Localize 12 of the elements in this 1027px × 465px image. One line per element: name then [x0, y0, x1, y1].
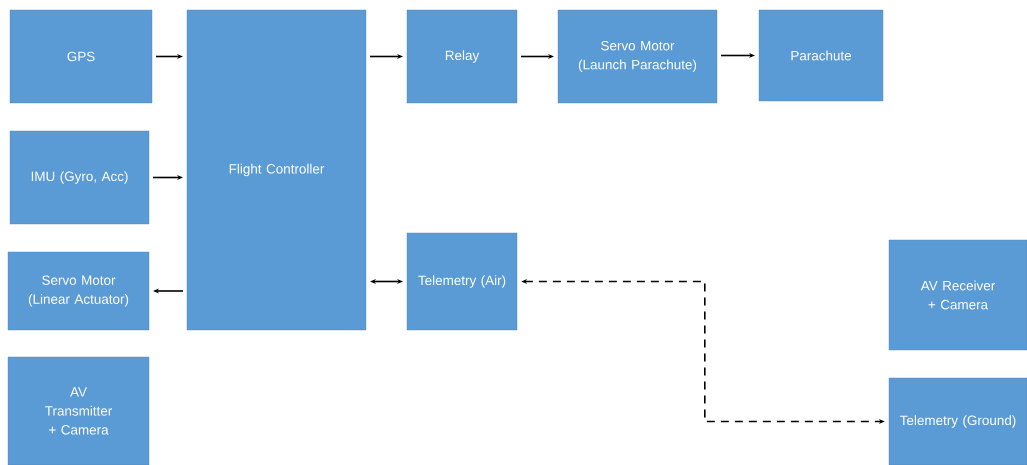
process-box: Flight Controller — [186, 9, 367, 331]
process-box: Telemetry (Ground) — [888, 377, 1027, 465]
process-box: Parachute — [758, 9, 884, 102]
process-box: Servo Motor (Launch Parachute) — [557, 9, 718, 104]
process-box: Servo Motor (Linear Actuator) — [7, 251, 150, 331]
process-box: AV Transmitter + Camera — [7, 356, 150, 465]
process-box: AV Receiver + Camera — [888, 239, 1027, 351]
process-box: GPS — [9, 9, 153, 104]
process-box: Telemetry (Air) — [406, 232, 518, 331]
process-box: Relay — [406, 9, 518, 104]
arrow — [370, 278, 403, 285]
process-box: IMU (Gyro, Acc) — [9, 130, 150, 225]
